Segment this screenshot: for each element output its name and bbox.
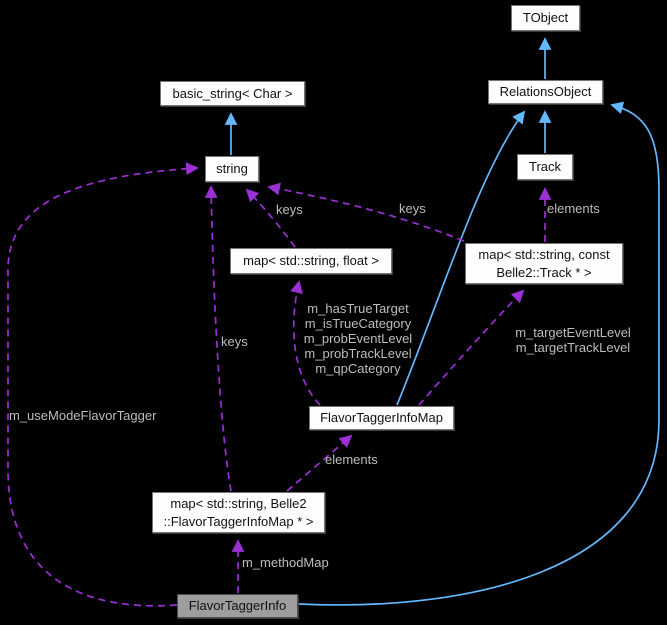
edge-flavortaggerinfomap-to-mapfloat (290, 280, 321, 406)
edge-mapftim-keys-to-string (204, 185, 232, 492)
node-map-string-ftim[interactable]: map< std::string, Belle2 ::FlavorTaggerI… (152, 492, 325, 533)
node-string[interactable]: string (205, 156, 259, 182)
edge-flavortaggerinfomap-to-relationsobject-inheritance (396, 110, 526, 406)
node-map-string-track[interactable]: map< std::string, const Belle2::Track * … (465, 243, 623, 284)
edge-mapftim-elements-to-flavortaggerinfomap (286, 434, 353, 492)
node-track[interactable]: Track (517, 154, 573, 180)
node-map-string-float[interactable]: map< std::string, float > (230, 248, 392, 274)
node-flavor-tagger-info-map[interactable]: FlavorTaggerInfoMap (309, 406, 454, 430)
edge-flavortaggerinfomap-to-maptrack (418, 289, 525, 406)
edge-flavortaggerinfo-to-relationsobject-inheritance (298, 101, 660, 606)
node-basic-string[interactable]: basic_string< Char > (160, 81, 305, 106)
node-relations-object[interactable]: RelationsObject (488, 80, 603, 104)
node-tobject[interactable]: TObject (511, 5, 580, 31)
edge-maptrack-keys-to-string (267, 182, 465, 242)
node-flavor-tagger-info[interactable]: FlavorTaggerInfo (177, 594, 298, 618)
edge-usemodeflavortagger-to-string (7, 162, 199, 607)
edge-mapfloat-keys-to-string (245, 188, 296, 248)
